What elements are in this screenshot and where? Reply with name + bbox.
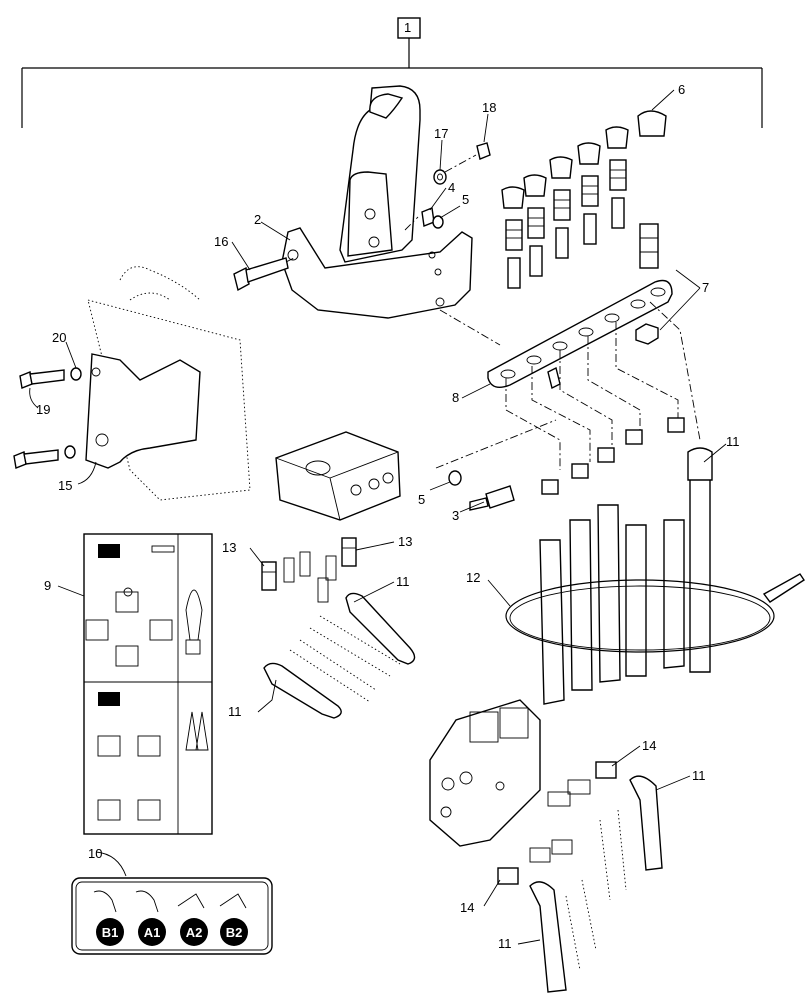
callout-12: 12 (466, 570, 480, 585)
fittings-14 (497, 761, 617, 885)
callout-13-b: 13 (398, 534, 412, 549)
callout-2: 2 (254, 212, 261, 227)
callout-13-a: 13 (222, 540, 236, 555)
decal-10: B1 A1 A2 B2 (71, 877, 273, 955)
hose-bundle-middle (263, 592, 416, 719)
plate-8 (487, 279, 673, 390)
bolt-19 (19, 367, 82, 389)
callouts: 1 2 3 4 5 5 6 7 8 9 10 11 11 11 11 11 12… (36, 20, 740, 951)
callout-19: 19 (36, 402, 50, 417)
callout-8: 8 (452, 390, 459, 405)
control-plate-15 (85, 266, 251, 501)
decal-label-a2: A2 (186, 925, 203, 940)
callout-11-a: 11 (726, 434, 740, 449)
callout-17: 17 (434, 126, 448, 141)
valve-block-lower (429, 699, 541, 847)
hose-bundle-right (539, 417, 713, 705)
hose-bundle-lower (529, 775, 663, 993)
callout-9: 9 (44, 578, 51, 593)
decal-label-a1: A1 (144, 925, 161, 940)
small-fasteners (404, 142, 491, 231)
callout-11-b: 11 (396, 574, 410, 589)
valve-block-upper (275, 431, 401, 521)
callout-7: 7 (702, 280, 709, 295)
callout-14-b: 14 (460, 900, 474, 915)
decal-label-b2: B2 (226, 925, 243, 940)
decal-label-b1: B1 (102, 925, 119, 940)
alignment-lines (435, 301, 701, 470)
decal-9 (83, 533, 213, 835)
valve-cartridges (501, 110, 667, 345)
callout-11-e: 11 (498, 936, 512, 951)
bolt-16 (233, 257, 295, 292)
bolt-lower (13, 445, 76, 469)
callout-11-d: 11 (692, 768, 706, 783)
callout-1: 1 (404, 20, 411, 35)
callout-5-upper: 5 (462, 192, 469, 207)
cable-tie-12 (505, 573, 805, 653)
fittings-13 (261, 537, 357, 603)
callout-11-c: 11 (228, 704, 242, 719)
callout-6: 6 (678, 82, 685, 97)
leader-lines (29, 89, 727, 945)
callout-14-a: 14 (642, 738, 656, 753)
bolt-3 (448, 470, 515, 511)
callout-4: 4 (448, 180, 455, 195)
callout-20: 20 (52, 330, 66, 345)
assembly-bracket (21, 17, 763, 128)
callout-16: 16 (214, 234, 228, 249)
callout-15: 15 (58, 478, 72, 493)
callout-5-lower: 5 (418, 492, 425, 507)
callout-3: 3 (452, 508, 459, 523)
mounting-bracket (281, 85, 473, 319)
callout-18: 18 (482, 100, 496, 115)
callout-10: 10 (88, 846, 102, 861)
